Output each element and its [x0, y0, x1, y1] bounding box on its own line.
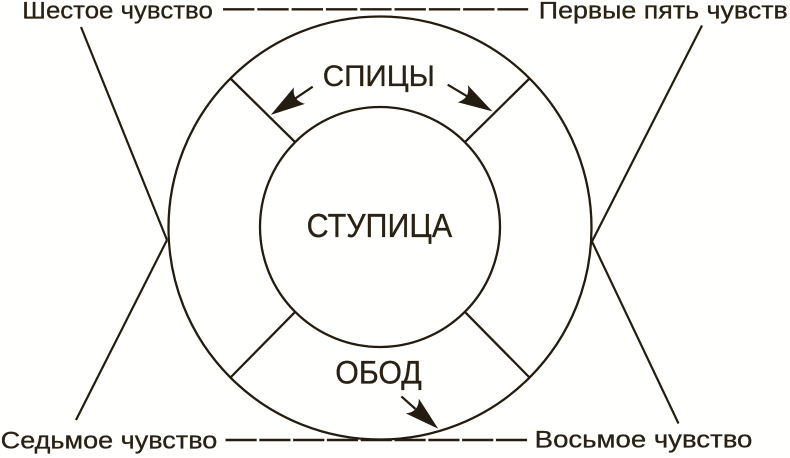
svg-text:Седьмое чувство: Седьмое чувство	[1, 428, 218, 455]
svg-text:Шестое чувство: Шестое чувство	[22, 0, 213, 25]
svg-text:СПИЦЫ: СПИЦЫ	[323, 60, 435, 93]
svg-text:Первые пять чувств: Первые пять чувств	[539, 0, 788, 25]
svg-text:Восьмое чувство: Восьмое чувство	[535, 426, 753, 453]
svg-text:ОБОД: ОБОД	[335, 355, 422, 391]
svg-text:СТУПИЦА: СТУПИЦА	[307, 208, 453, 245]
